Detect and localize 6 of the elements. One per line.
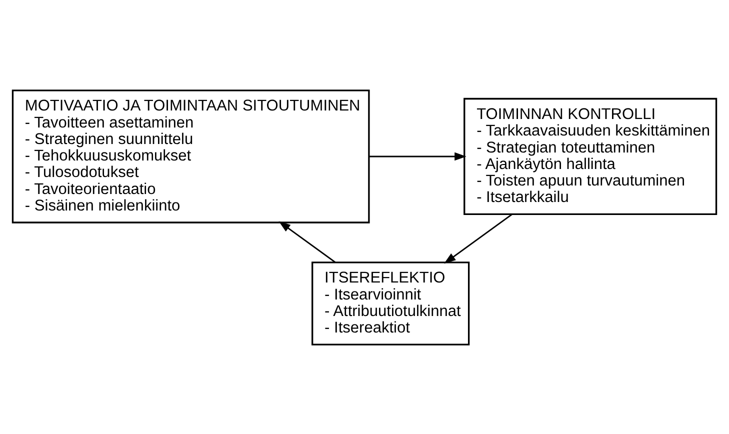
- node-box: TOIMINNAN KONTROLLI - Tarkkaavaisuuden keskittäminen - Strategian toteuttaminen - Ajankäytön hallinta - Toisten apuun turvautuminen - Itsetarkkailu: [464, 97, 718, 214]
- node-box: ITSEREFLEKTIO - Itsearvioinnit - Attribuutiotulkinnat - Itsereaktiot: [312, 261, 470, 345]
- arrow: [444, 213, 513, 264]
- arrow: [278, 220, 336, 262]
- arrow: [369, 152, 466, 160]
- node-box: MOTIVAATIO JA TOIMINTAAN SITOUTUMINEN - Tavoitteen asettaminen - Strateginen suunnittelu - Tehokkuususkomukset - Tulosodotukset - Tavoiteorientaatio - Sisäinen mielenkiinto: [12, 89, 370, 223]
